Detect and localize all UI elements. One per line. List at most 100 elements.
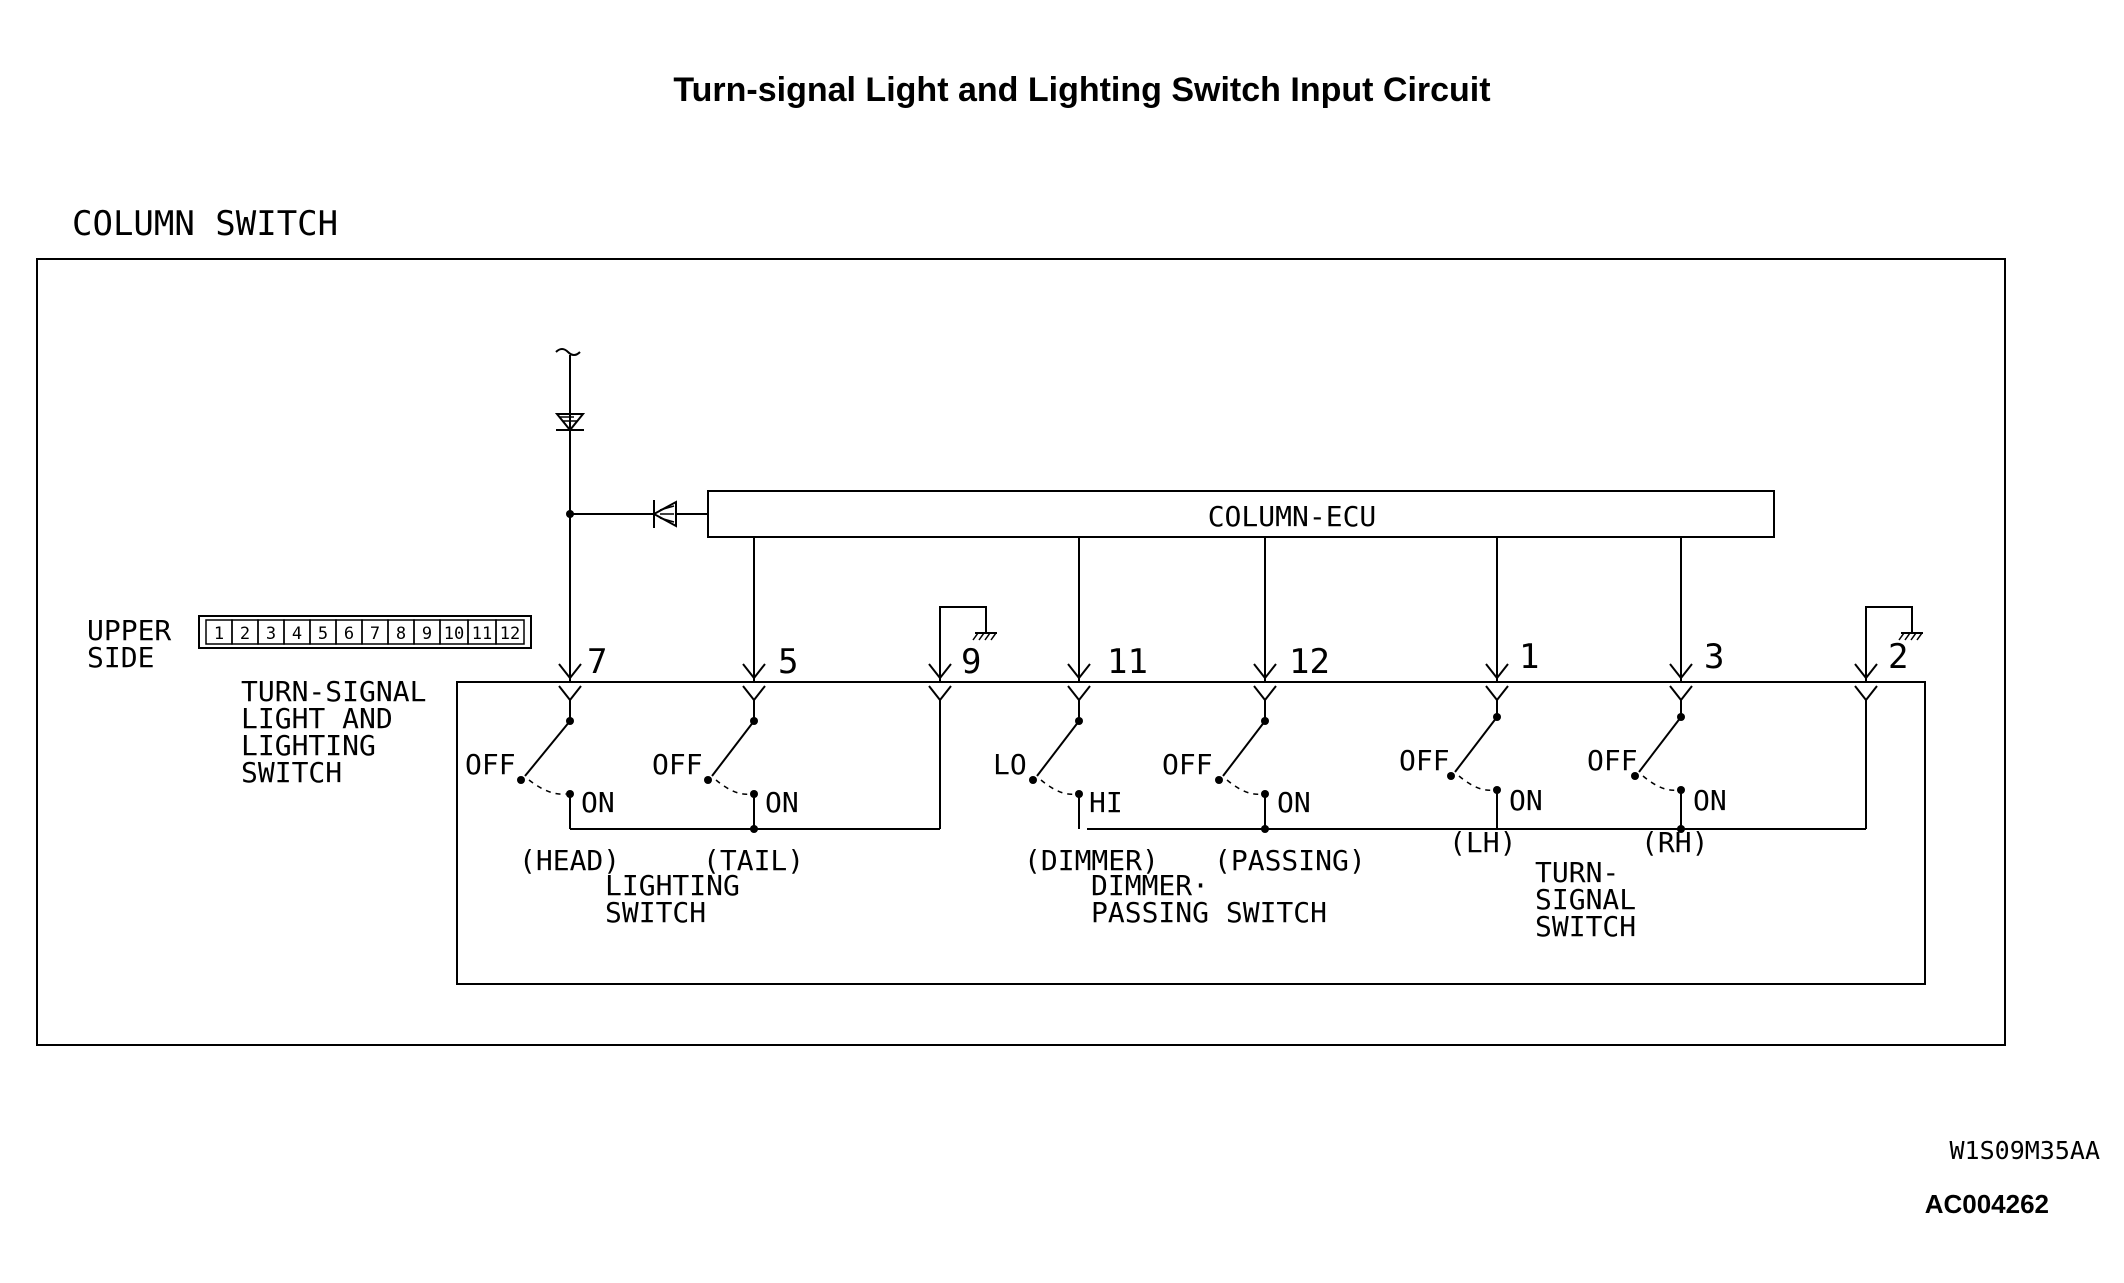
dimmer-switch-label-1: DIMMER·	[1091, 869, 1209, 902]
pin-arrow	[928, 685, 952, 702]
connector-cell-number: 7	[370, 624, 380, 644]
pin-number-3: 3	[1704, 637, 1724, 677]
switch-travel-dashes	[528, 779, 567, 795]
switch-passing-on-label: ON	[1277, 786, 1311, 819]
pin-number-9: 9	[961, 642, 981, 682]
connector-side-label-1: UPPER	[87, 614, 171, 647]
switch-contacts	[517, 700, 1685, 829]
pin-number-5: 5	[778, 642, 798, 682]
switch-off-contact	[1631, 772, 1639, 780]
pin-arrow	[1067, 685, 1091, 702]
pin-arrow	[1067, 663, 1091, 680]
pin-arrow	[1669, 685, 1693, 702]
fuse-symbol	[554, 413, 586, 432]
turn-signal-switch-label-3: SWITCH	[1535, 910, 1636, 943]
pin-markers	[558, 663, 1878, 702]
switch-travel-dashes	[1458, 775, 1494, 791]
switch-off-contact	[704, 776, 712, 784]
switch-blade	[1638, 716, 1682, 773]
pin-arrow	[558, 663, 582, 680]
connector-cell	[495, 619, 525, 645]
pin-number-1: 1	[1519, 637, 1539, 677]
lighting-switch-label-1: LIGHTING	[605, 869, 740, 902]
switch-rh-on-label: ON	[1693, 784, 1727, 817]
switch-head-off-label: OFF	[465, 748, 516, 781]
pin-arrow	[742, 685, 766, 702]
pin-arrow	[1253, 685, 1277, 702]
reference-id: AC004262	[1925, 1189, 2049, 1219]
pin-arrow	[1854, 685, 1878, 702]
connector-cell-number: 3	[266, 624, 276, 644]
pin-arrow	[558, 685, 582, 702]
switch-passing-off-label: OFF	[1162, 748, 1213, 781]
pin-arrow	[1485, 663, 1509, 680]
connector-cell-number: 5	[318, 624, 328, 644]
diode	[570, 500, 708, 528]
pin-arrow	[1669, 663, 1693, 680]
switch-group-label-3: LIGHTING	[241, 729, 376, 762]
connector-cell-number: 12	[500, 624, 520, 644]
pin-number-11: 11	[1107, 642, 1148, 682]
switch-off-contact	[1215, 776, 1223, 784]
ecu-lines	[753, 537, 1682, 682]
switch-dimmer-lo-label: LO	[993, 748, 1027, 781]
connector-cell-number: 9	[422, 624, 432, 644]
connector-cell-number: 6	[344, 624, 354, 644]
switch-blade	[1222, 720, 1266, 777]
diagram-title: Turn-signal Light and Lighting Switch In…	[673, 71, 1490, 109]
switch-blade	[1454, 716, 1498, 773]
switch-lh-sub-label: (LH)	[1449, 826, 1516, 859]
connector-cell-number: 4	[292, 624, 302, 644]
switch-off-contact	[1447, 772, 1455, 780]
pin-arrow	[1253, 663, 1277, 680]
column-switch-label: COLUMN SWITCH	[72, 204, 338, 244]
column-ecu-label: COLUMN-ECU	[1208, 500, 1377, 533]
turn-signal-switch-label-1: TURN-	[1535, 856, 1619, 889]
connector-outline	[198, 615, 532, 649]
turn-signal-switch-label-2: SIGNAL	[1535, 883, 1636, 916]
switch-blade	[524, 720, 571, 777]
connector-side-label-2: SIDE	[87, 641, 154, 674]
pin-arrow	[928, 663, 952, 680]
switch-blade	[1036, 720, 1080, 777]
connector-cell-number: 8	[396, 624, 406, 644]
connector-cell-number: 10	[444, 624, 464, 644]
switch-group-label-2: LIGHT AND	[241, 702, 393, 735]
bus-lines	[570, 700, 1867, 833]
switch-blade	[711, 720, 755, 777]
switch-passing-sub-label: (PASSING)	[1214, 844, 1366, 877]
switch-group-label-1: TURN-SIGNAL	[241, 675, 426, 708]
switch-rh-off-label: OFF	[1587, 744, 1638, 777]
switch-rh-sub-label: (RH)	[1641, 826, 1708, 859]
switch-off-contact	[517, 776, 525, 784]
switch-travel-dashes	[1226, 779, 1262, 795]
switch-group-frame	[456, 681, 1926, 985]
dimmer-switch-label-2: PASSING SWITCH	[1091, 896, 1327, 929]
lighting-switch-label-2: SWITCH	[605, 896, 706, 929]
switch-travel-dashes	[715, 779, 751, 795]
figure-code: W1S09M35AA	[1949, 1136, 2100, 1165]
switch-group-label-4: SWITCH	[241, 756, 342, 789]
switch-lh-off-label: OFF	[1399, 744, 1450, 777]
column-ecu-box	[707, 490, 1775, 538]
pin-number-7: 7	[587, 642, 607, 682]
switch-head-on-label: ON	[581, 786, 615, 819]
switch-tail-off-label: OFF	[652, 748, 703, 781]
pin-number-12: 12	[1289, 642, 1330, 682]
column-switch-frame	[36, 258, 2006, 1046]
switch-tail-sub-label: (TAIL)	[703, 844, 804, 877]
switch-dimmer-sub-label: (DIMMER)	[1024, 844, 1159, 877]
pin-arrow	[1485, 685, 1509, 702]
ground-wires	[939, 606, 1923, 682]
connector-cell-number: 2	[240, 624, 250, 644]
switch-tail-on-label: ON	[765, 786, 799, 819]
switch-travel-dashes	[1642, 775, 1678, 791]
connector-cell-number: 1	[214, 624, 224, 644]
switch-head-sub-label: (HEAD)	[519, 844, 620, 877]
pin-number-2: 2	[1888, 637, 1908, 677]
connector-cell-number: 11	[472, 624, 492, 644]
switch-dimmer-hi-label: HI	[1089, 786, 1123, 819]
power-feed	[554, 348, 586, 682]
